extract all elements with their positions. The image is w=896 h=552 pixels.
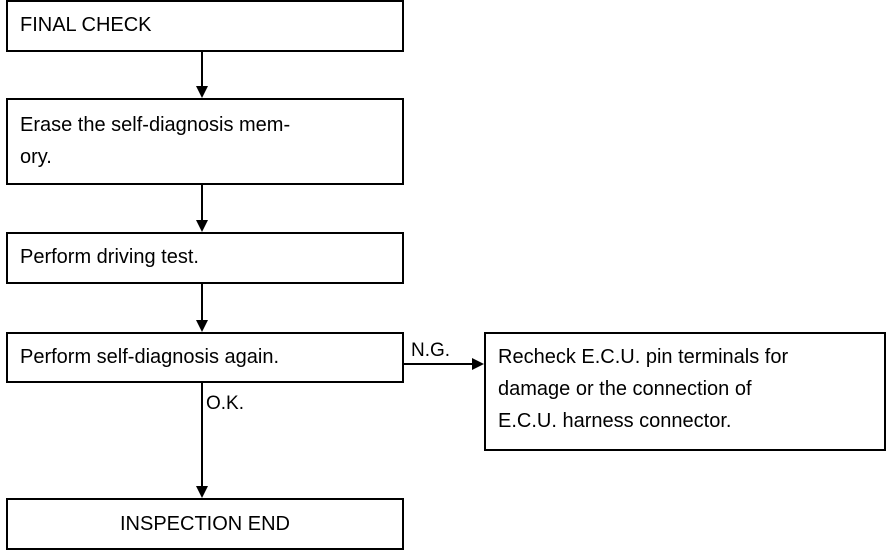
driving-test-text: Perform driving test. — [20, 246, 199, 268]
inspection-end-box: INSPECTION END — [6, 498, 404, 550]
driving-test-box: Perform driving test. — [6, 232, 404, 284]
ng-label: N.G. — [411, 340, 451, 361]
ok-label: O.K. — [206, 393, 245, 414]
recheck-line2: damage or the connection of — [498, 378, 752, 400]
self-diagnosis-box: Perform self-diagnosis again. — [6, 332, 404, 383]
final-check-text: FINAL CHECK — [20, 14, 152, 36]
inspection-end-text: INSPECTION END — [119, 513, 291, 535]
arrowhead-selfdiag — [196, 320, 208, 332]
arrowhead-driving — [196, 220, 208, 232]
erase-memory-line1: Erase the self-diagnosis mem- — [20, 114, 291, 136]
recheck-line1: Recheck E.C.U. pin terminals for — [498, 346, 789, 368]
arrowhead-end — [196, 486, 208, 498]
recheck-box: Recheck E.C.U. pin terminals for damage … — [484, 332, 886, 451]
arrowhead-erase — [196, 86, 208, 98]
erase-memory-line2: ory. — [20, 146, 52, 168]
self-diagnosis-text: Perform self-diagnosis again. — [20, 346, 280, 368]
recheck-line3: E.C.U. harness connector. — [498, 410, 732, 432]
arrowhead-recheck — [472, 358, 484, 370]
erase-memory-box: Erase the self-diagnosis mem- ory. — [6, 98, 404, 185]
final-check-box: FINAL CHECK — [6, 0, 404, 52]
